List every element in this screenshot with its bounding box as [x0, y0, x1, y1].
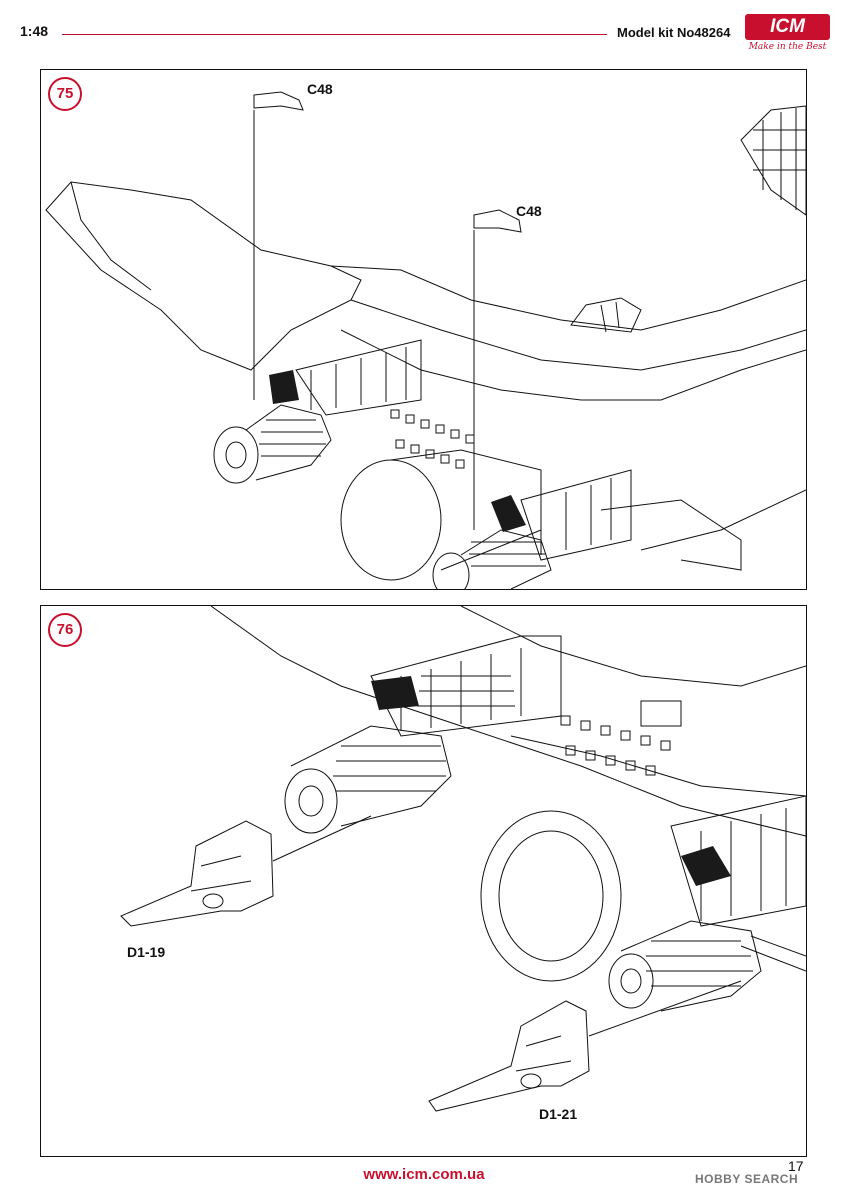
model-kit-number: Model kit No48264 [617, 25, 731, 40]
scale-label: 1:48 [20, 23, 49, 39]
step-76-panel: 76 D1-19 D1-21 [40, 605, 807, 1157]
part-label: C48 [307, 81, 333, 97]
step-75-illustration [45, 91, 806, 589]
logo-text: ICM [745, 14, 830, 40]
icm-logo: ICM Make in the Best [745, 14, 830, 60]
header-rule [62, 34, 607, 35]
page-number: 17 [788, 1158, 804, 1174]
step-75-panel: 75 C48 C48 [40, 69, 807, 590]
watermark: HOBBY SEARCH [695, 1172, 799, 1186]
step-number-badge: 76 [48, 613, 82, 647]
part-label: D1-19 [127, 944, 166, 960]
part-label: C48 [516, 203, 542, 219]
step-number-badge: 75 [48, 77, 82, 111]
part-label: D1-21 [539, 1106, 578, 1122]
logo-tagline: Make in the Best [748, 42, 827, 52]
footer-url[interactable]: www.icm.com.ua [363, 1166, 485, 1183]
step-76-illustration [120, 606, 806, 1112]
